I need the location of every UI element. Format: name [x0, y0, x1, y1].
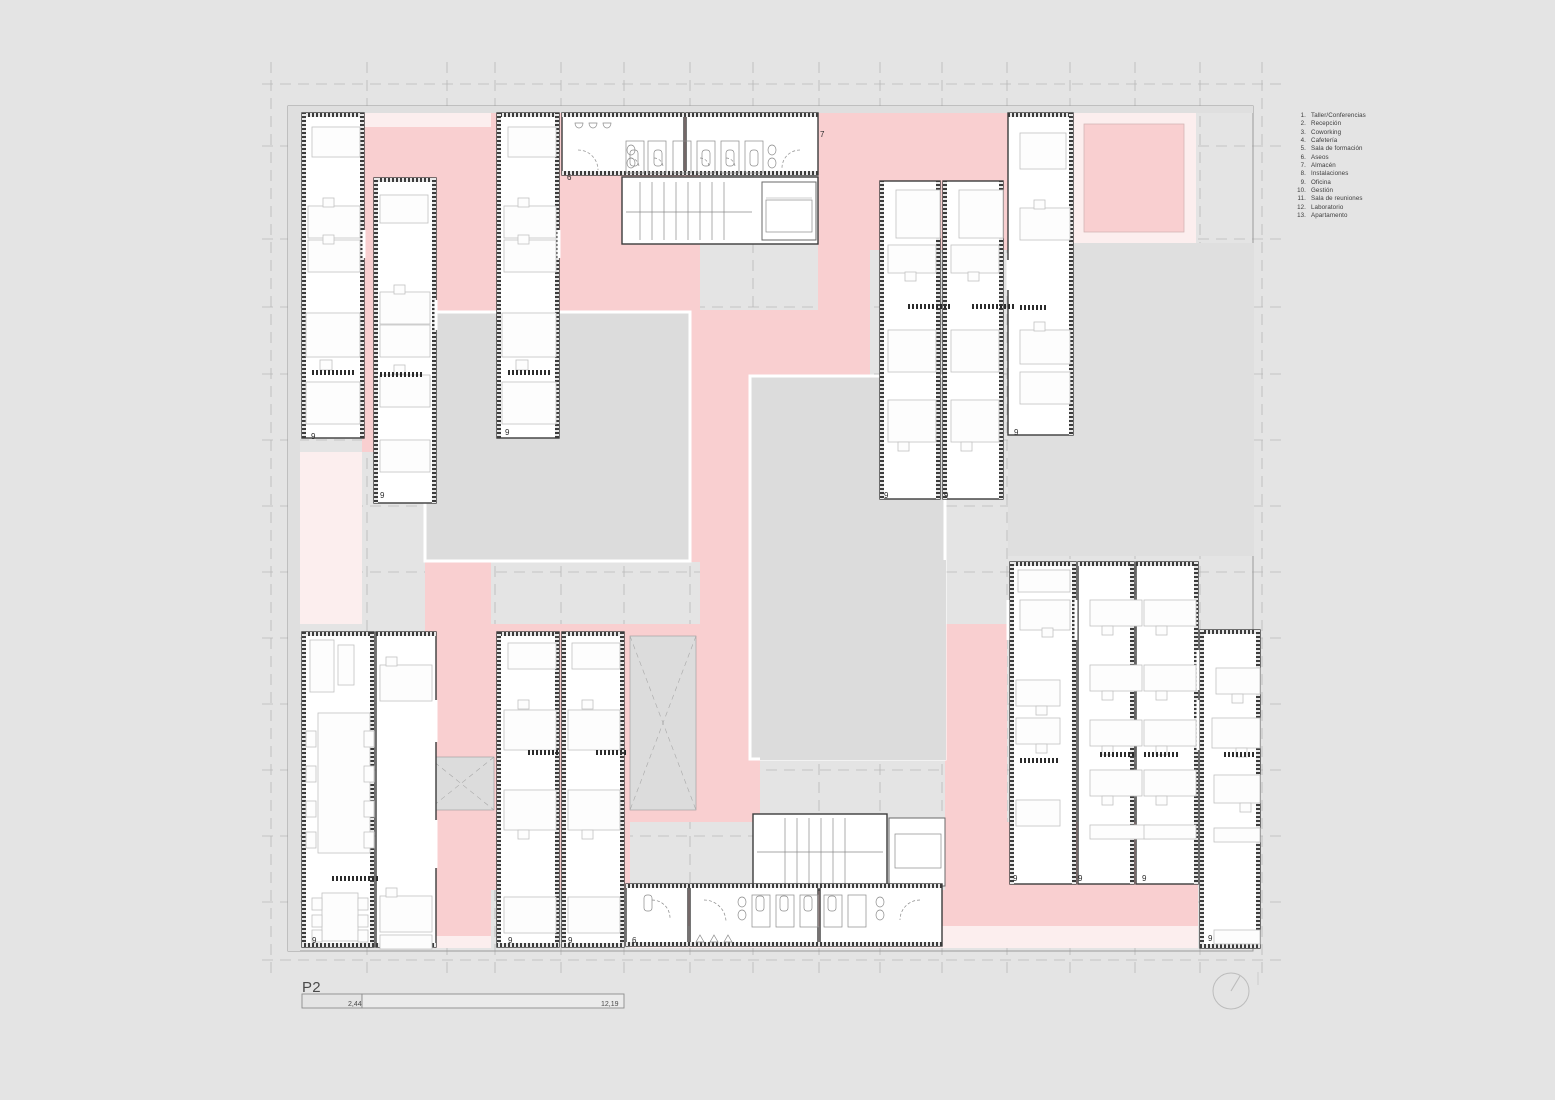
legend-item-number: 8. — [1300, 170, 1306, 178]
room-number-tag: 9 — [944, 491, 949, 500]
legend-item: 4. Cafetería — [1292, 137, 1442, 145]
legend-item-number: 3. — [1300, 128, 1306, 136]
legend-item-number: 11. — [1297, 195, 1306, 203]
room-number-tag: 9 — [1014, 428, 1019, 437]
room-number-tag: 9 — [311, 432, 316, 441]
legend-item: 6. Aseos — [1292, 154, 1442, 162]
legend-item-label: Oficina — [1311, 178, 1331, 186]
room-number-tag: 9 — [1142, 874, 1147, 883]
office-room — [561, 631, 625, 948]
legend-item-label: Cafetería — [1311, 137, 1338, 145]
room-number-tag: 9 — [1078, 874, 1083, 883]
legend-item-number: 5. — [1300, 145, 1306, 153]
room-number-tag: 9 — [380, 491, 385, 500]
stair-core-upper — [621, 176, 819, 245]
legend: 1. Taller/Conferencias 2. Recepción 3. Cowork… — [1292, 112, 1442, 220]
legend-item-number: 9. — [1300, 178, 1306, 186]
legend-item-number: 13. — [1297, 212, 1306, 220]
legend-item: 12. Laboratorio — [1292, 204, 1442, 212]
legend-item-number: 7. — [1300, 162, 1306, 170]
room-number-tag: 9 — [505, 428, 510, 437]
room-number-tag: 9 — [568, 936, 573, 945]
legend-item: 8. Instalaciones — [1292, 170, 1442, 178]
north-arrow — [1212, 972, 1259, 1010]
room-number-tag: 9 — [508, 936, 513, 945]
page-title: P2 — [302, 979, 321, 996]
legend-item-label: Taller/Conferencias — [1311, 112, 1366, 119]
room-number-tag: 6 — [632, 936, 637, 945]
legend-item-label: Laboratorio — [1311, 203, 1344, 211]
legend-item: 10. Gestión — [1292, 187, 1442, 195]
legend-item-number: 2. — [1300, 120, 1306, 128]
legend-item-label: Apartamento — [1311, 212, 1348, 220]
legend-item-label: Coworking — [1311, 128, 1342, 136]
room-number-tag: 9 — [312, 936, 317, 945]
legend-item: 13. Apartamento — [1292, 212, 1442, 220]
room-number-tag: 7 — [820, 130, 825, 139]
scale-left-value: 2,44 — [348, 1001, 362, 1008]
legend-item-number: 6. — [1300, 153, 1306, 161]
scale-bar — [301, 993, 625, 1009]
legend-item-label: Instalaciones — [1311, 170, 1349, 178]
door-openings — [362, 230, 1200, 868]
wc-fixtures-lower — [643, 894, 921, 943]
legend-item: 1. Taller/Conferencias — [1292, 112, 1442, 120]
room-number-tag: 9 — [1208, 934, 1213, 943]
wc-block-lower — [625, 883, 943, 947]
legend-item: 9. Oficina — [1292, 179, 1442, 187]
room-number-tag: 6 — [567, 173, 572, 182]
legend-item-label: Aseos — [1311, 153, 1329, 161]
legend-item-number: 12. — [1297, 203, 1306, 211]
urinal-fixtures — [574, 122, 612, 129]
legend-item-number: 1. — [1300, 112, 1306, 119]
room-number-tag: 9 — [884, 491, 889, 500]
wc-cubicles — [625, 140, 777, 174]
legend-item: 3. Coworking — [1292, 129, 1442, 137]
door-swings — [577, 149, 801, 171]
legend-item: 5. Sala de formación — [1292, 145, 1442, 153]
legend-item: 7. Almacén — [1292, 162, 1442, 170]
legend-item-label: Gestión — [1311, 187, 1334, 195]
legend-item-label: Sala de reuniones — [1311, 195, 1363, 203]
legend-item: 2. Recepción — [1292, 120, 1442, 128]
room-number-tag: 9 — [1013, 874, 1018, 883]
radiators — [312, 304, 1256, 881]
legend-item-number: 4. — [1300, 137, 1306, 145]
wc-block — [561, 112, 819, 176]
legend-item-number: 10. — [1297, 187, 1306, 195]
legend-item-label: Recepción — [1311, 120, 1342, 128]
legend-item-label: Sala de formación — [1311, 145, 1363, 153]
legend-item-label: Almacén — [1311, 162, 1336, 170]
legend-item: 11. Sala de reuniones — [1292, 195, 1442, 203]
office-room — [496, 631, 560, 948]
stair-core-lower — [752, 813, 946, 891]
furniture-layer — [305, 126, 1261, 950]
scale-right-value: 12,19 — [601, 1001, 619, 1008]
